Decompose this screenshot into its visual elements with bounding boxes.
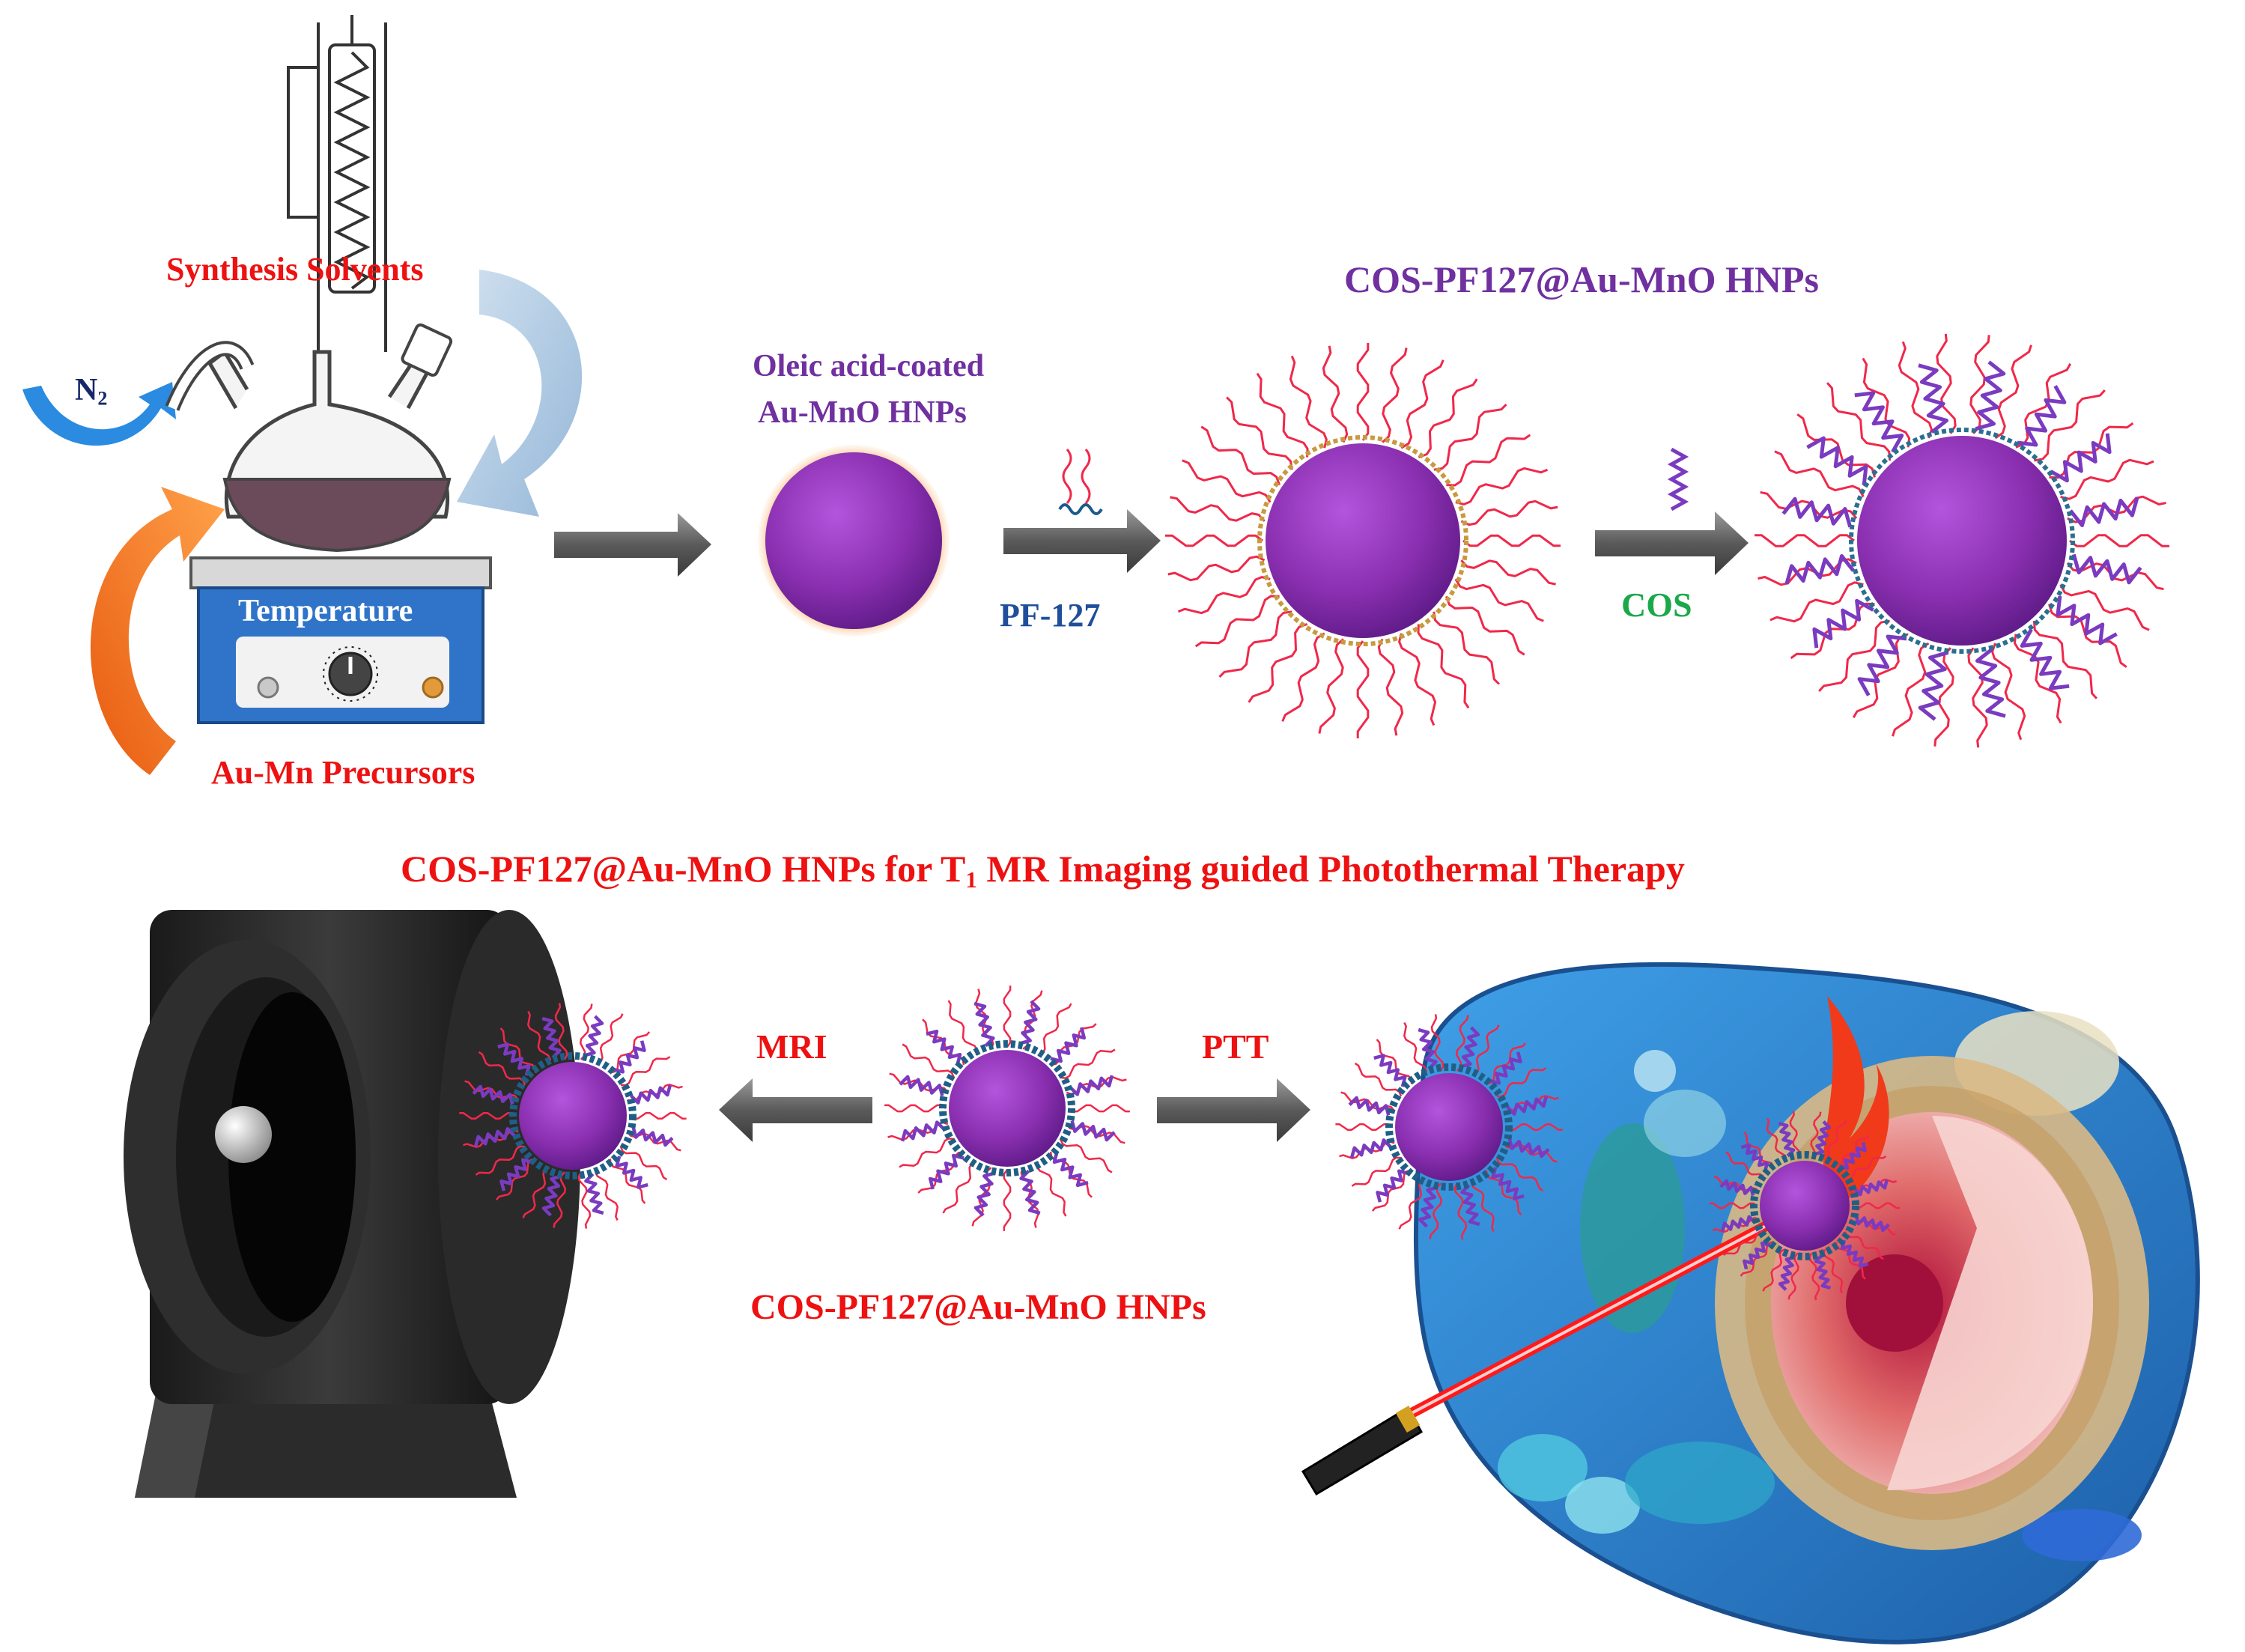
mri-scanner-icon	[124, 910, 580, 1498]
arrow-mri-icon	[719, 1078, 872, 1142]
laser-icon	[1301, 1204, 1800, 1496]
cell-nanoparticle-icon	[1710, 1111, 1900, 1301]
application-title: COS-PF127@Au-MnO HNPs for T1 MR Imaging …	[401, 850, 1685, 891]
solvents-arrow-icon	[457, 270, 583, 517]
flask-icon	[165, 323, 453, 553]
process-arrows-row1	[554, 509, 1749, 577]
arrow-cos-icon	[1595, 511, 1749, 575]
ptt-label: PTT	[1202, 1027, 1269, 1066]
final-product-title: COS-PF127@Au-MnO HNPs	[1344, 258, 1820, 300]
n2-label: N2	[75, 374, 107, 409]
cos-label: COS	[1621, 586, 1692, 624]
mri-nanoparticle-icon	[459, 1003, 687, 1229]
hotplate-icon	[189, 556, 492, 724]
cos-pf127-nanoparticle-icon	[1755, 333, 2169, 748]
cell-icon	[1413, 962, 2200, 1645]
synthesis-solvents-label: Synthesis Solvents	[166, 251, 424, 288]
cos-molecule-icon	[1667, 447, 1689, 511]
title-subscript: 1	[965, 866, 977, 893]
pf127-label: PF-127	[1000, 597, 1101, 634]
n2-main: N	[75, 373, 98, 407]
oleic-label-line1: Oleic acid-coated	[753, 349, 985, 383]
au-mn-precursors-label: Au-Mn Precursors	[211, 754, 476, 791]
n2-subscript: 2	[97, 387, 108, 410]
mri-label: MRI	[756, 1027, 827, 1066]
synthesis-apparatus	[22, 15, 583, 775]
arrow-ptt-icon	[1157, 1078, 1310, 1142]
arrow-pf127-icon	[1003, 509, 1161, 573]
ptt-nanoparticle-icon	[1335, 1014, 1563, 1240]
precursors-arrow-icon	[90, 487, 225, 775]
pf127-coated-nanoparticle-icon	[1165, 343, 1561, 738]
center-caption: COS-PF127@Au-MnO HNPs	[750, 1287, 1206, 1327]
pf127-molecule-icon	[1058, 449, 1103, 515]
title-part1: COS-PF127@Au-MnO HNPs for T	[401, 848, 966, 890]
n2-arrow-icon	[22, 382, 176, 446]
flame-icon	[1823, 996, 1889, 1198]
title-part2: MR Imaging guided Photothermal Therapy	[976, 848, 1685, 890]
oleic-label-line2: Au-MnO HNPs	[758, 395, 967, 430]
condenser-icon	[287, 15, 387, 352]
center-nanoparticle-icon	[884, 986, 1130, 1231]
oleic-nanoparticle-icon	[758, 445, 950, 637]
arrow-to-oleic-icon	[554, 513, 711, 577]
temperature-label: Temperature	[238, 594, 413, 628]
